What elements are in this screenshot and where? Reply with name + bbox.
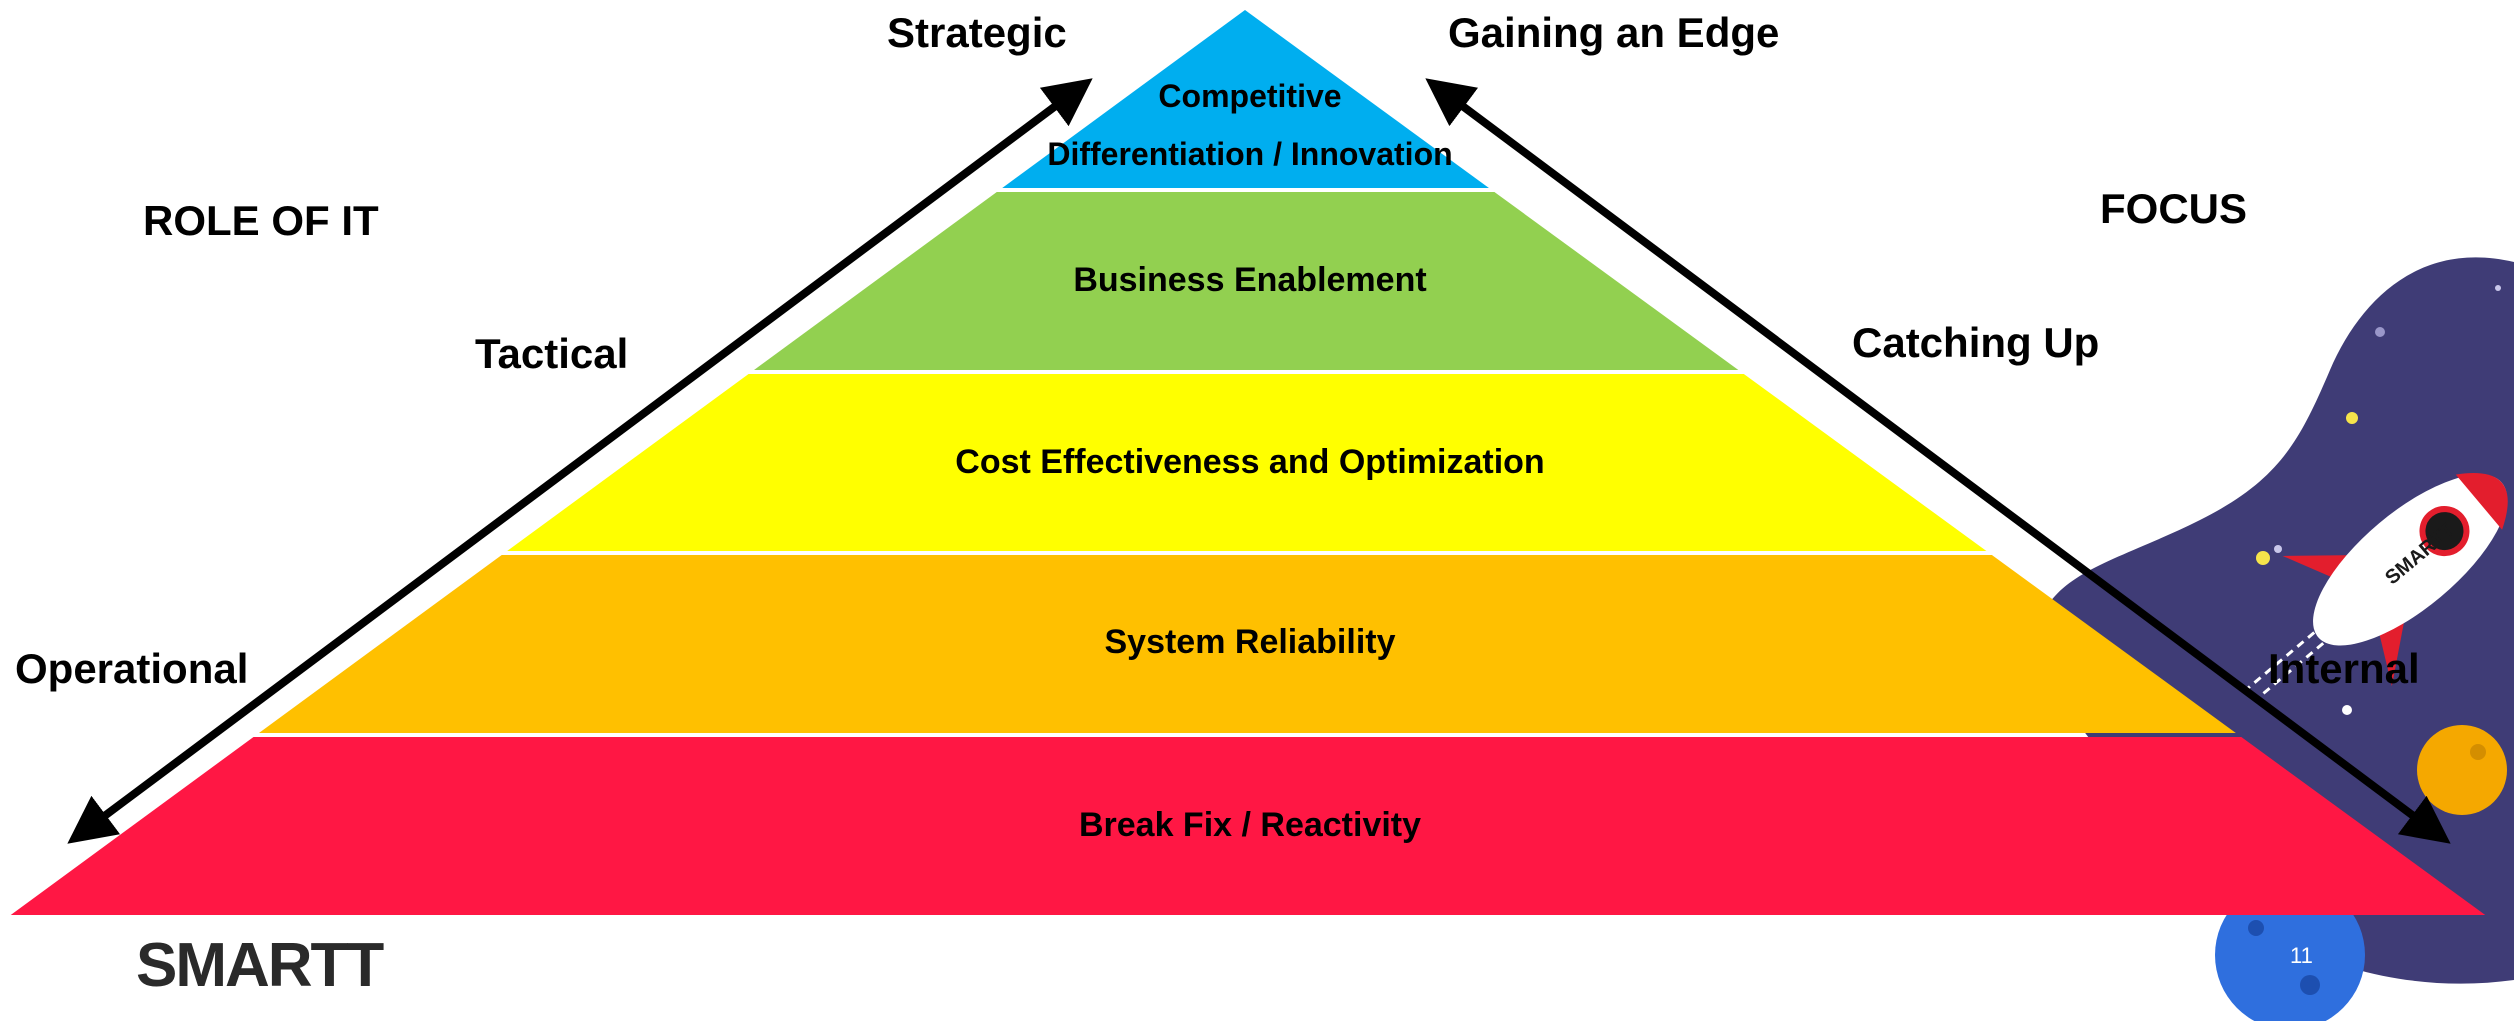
brand-logo: SMARTT — [136, 931, 384, 1000]
moon — [2215, 880, 2365, 1021]
layer-label-system-reliability: System Reliability — [1104, 623, 1396, 661]
layer-label-cost-effectiveness: Cost Effectiveness and Optimization — [955, 443, 1545, 481]
left-axis-bottom-label: Operational — [15, 645, 249, 692]
layer-label-break-fix: Break Fix / Reactivity — [1078, 806, 1422, 844]
layer-label-innovation-line1: Competitive — [1158, 78, 1342, 114]
right-axis-title: FOCUS — [2100, 185, 2247, 232]
right-axis-middle-label: Catching Up — [1852, 319, 2100, 366]
left-axis-middle-label: Tactical — [475, 330, 629, 377]
right-axis-bottom-label: Internal — [2268, 645, 2420, 692]
left-axis-arrow — [67, 78, 1093, 844]
planet — [2417, 725, 2507, 815]
pyramid-layer-innovation — [1002, 10, 1489, 188]
layer-label-business-enablement: Business Enablement — [1073, 261, 1427, 299]
left-axis-title: ROLE OF IT — [143, 197, 379, 244]
page-number: 11 — [2290, 943, 2313, 968]
layer-label-innovation-line2: Differentiation / Innovation — [1047, 136, 1453, 172]
right-axis-top-label: Gaining an Edge — [1448, 9, 1780, 56]
left-axis-top-label: Strategic — [887, 9, 1067, 56]
right-axis-arrow — [1425, 78, 2451, 844]
